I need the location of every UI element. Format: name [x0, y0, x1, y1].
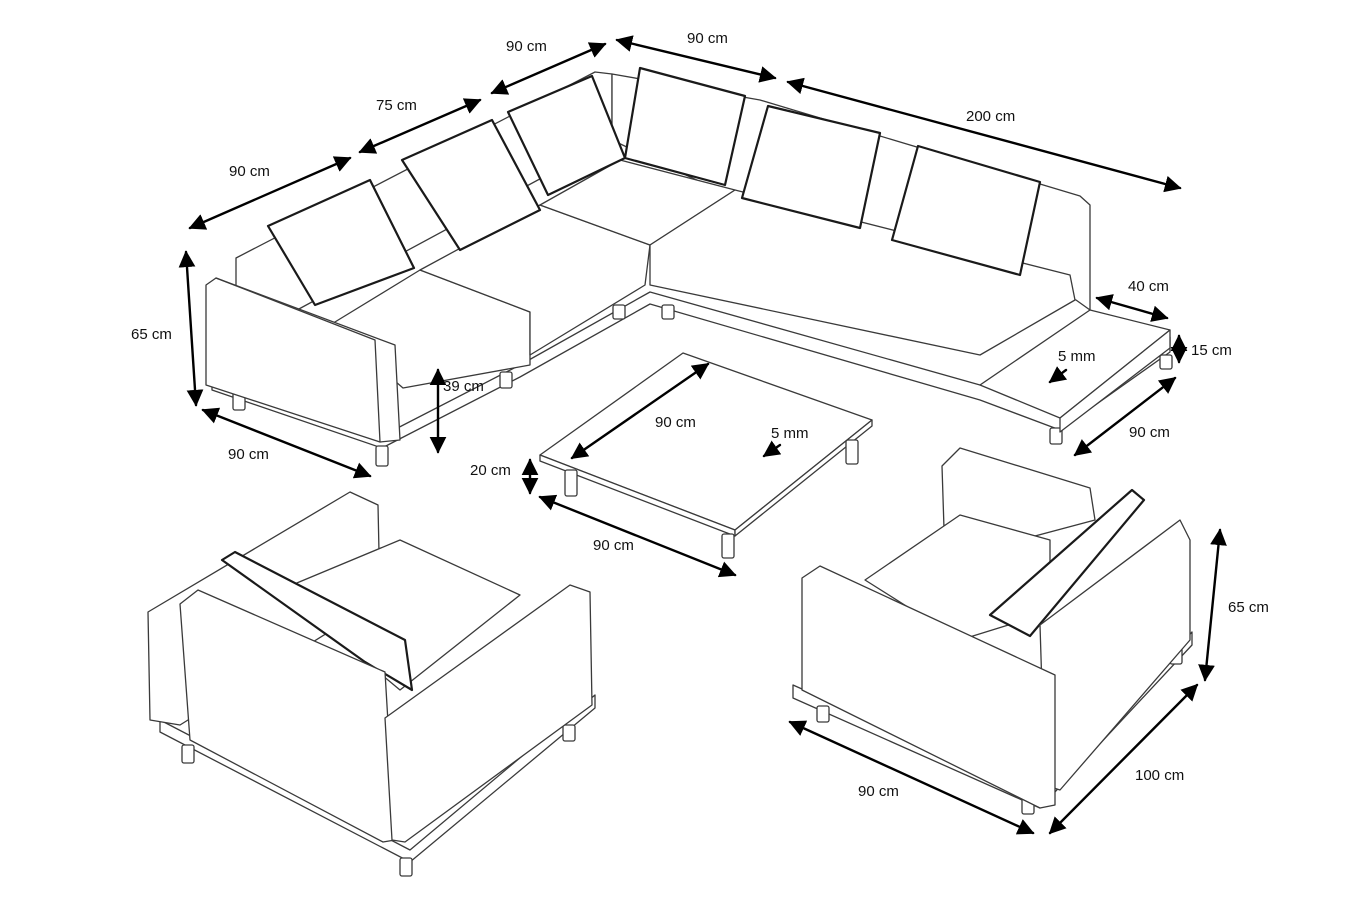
table-top: [539, 352, 873, 531]
dim-arrow: [786, 77, 1182, 193]
sofa-leg: [375, 445, 389, 467]
dim-label: 20 cm: [470, 462, 511, 479]
dim-label: 90 cm: [228, 446, 269, 463]
armchair-left-leg: [562, 724, 576, 742]
dim-arrow: [178, 250, 204, 407]
armchair-right-pillow: [988, 488, 1146, 638]
dim-arrow: [1048, 683, 1199, 835]
table-leg: [721, 533, 735, 559]
dim-arrow: [490, 42, 607, 95]
sofa-leg: [661, 304, 675, 320]
armchair-left-pillow: [220, 550, 414, 692]
dim-label: 75 cm: [376, 97, 417, 114]
dim-arrow: [201, 407, 372, 479]
sofa-left-arm-edge: [215, 277, 381, 443]
dim-arrow: [762, 440, 782, 458]
armchair-left-arm-side: [384, 584, 593, 843]
armchair-left-base: [159, 694, 596, 863]
dim-label: 15 cm: [1191, 342, 1232, 359]
dim-arrow: [188, 156, 352, 230]
dim-arrow: [1073, 376, 1177, 457]
table-leg: [564, 469, 578, 497]
coffee-table: [539, 352, 873, 559]
armchair-right-leg: [816, 705, 830, 723]
dim-label: 40 cm: [1128, 278, 1169, 295]
sofa-seat-right: [649, 189, 1076, 356]
dim-arrow: [615, 35, 777, 83]
dim-arrow: [1198, 528, 1227, 682]
dim-label: 5 mm: [771, 425, 809, 442]
armchair-left-leg: [399, 857, 413, 877]
dimension-lines: [178, 35, 1227, 835]
armchair-left-leg: [181, 744, 195, 764]
dim-label: 65 cm: [1228, 599, 1269, 616]
table-leg: [845, 439, 859, 465]
sofa-leg: [1159, 354, 1173, 370]
sofa-leg: [612, 304, 626, 320]
dimension-labels: 90 cm 75 cm 90 cm 90 cm 200 cm 65 cm 39 …: [131, 30, 1269, 800]
dim-label: 90 cm: [655, 414, 696, 431]
dim-arrow: [1048, 366, 1068, 384]
armchair-right: [792, 447, 1193, 815]
dim-label: 65 cm: [131, 326, 172, 343]
dim-label: 5 mm: [1058, 348, 1096, 365]
dim-label: 90 cm: [593, 537, 634, 554]
dim-arrow: [788, 720, 1035, 835]
dim-label: 39 cm: [443, 378, 484, 395]
dim-label: 100 cm: [1135, 767, 1184, 784]
sofa-leg: [499, 371, 513, 389]
dim-arrow: [538, 494, 737, 578]
dim-arrow: [1095, 294, 1169, 322]
dim-label: 90 cm: [1129, 424, 1170, 441]
dim-arrow: [570, 362, 710, 460]
dim-label: 90 cm: [229, 163, 270, 180]
dim-label: 90 cm: [506, 38, 547, 55]
sofa-pillow: [623, 66, 747, 187]
dim-arrow: [358, 98, 482, 154]
sofa-leg: [1049, 427, 1063, 445]
dim-label: 90 cm: [858, 783, 899, 800]
armchair-left: [147, 491, 596, 877]
dim-label: 200 cm: [966, 108, 1015, 125]
dim-label: 90 cm: [687, 30, 728, 47]
